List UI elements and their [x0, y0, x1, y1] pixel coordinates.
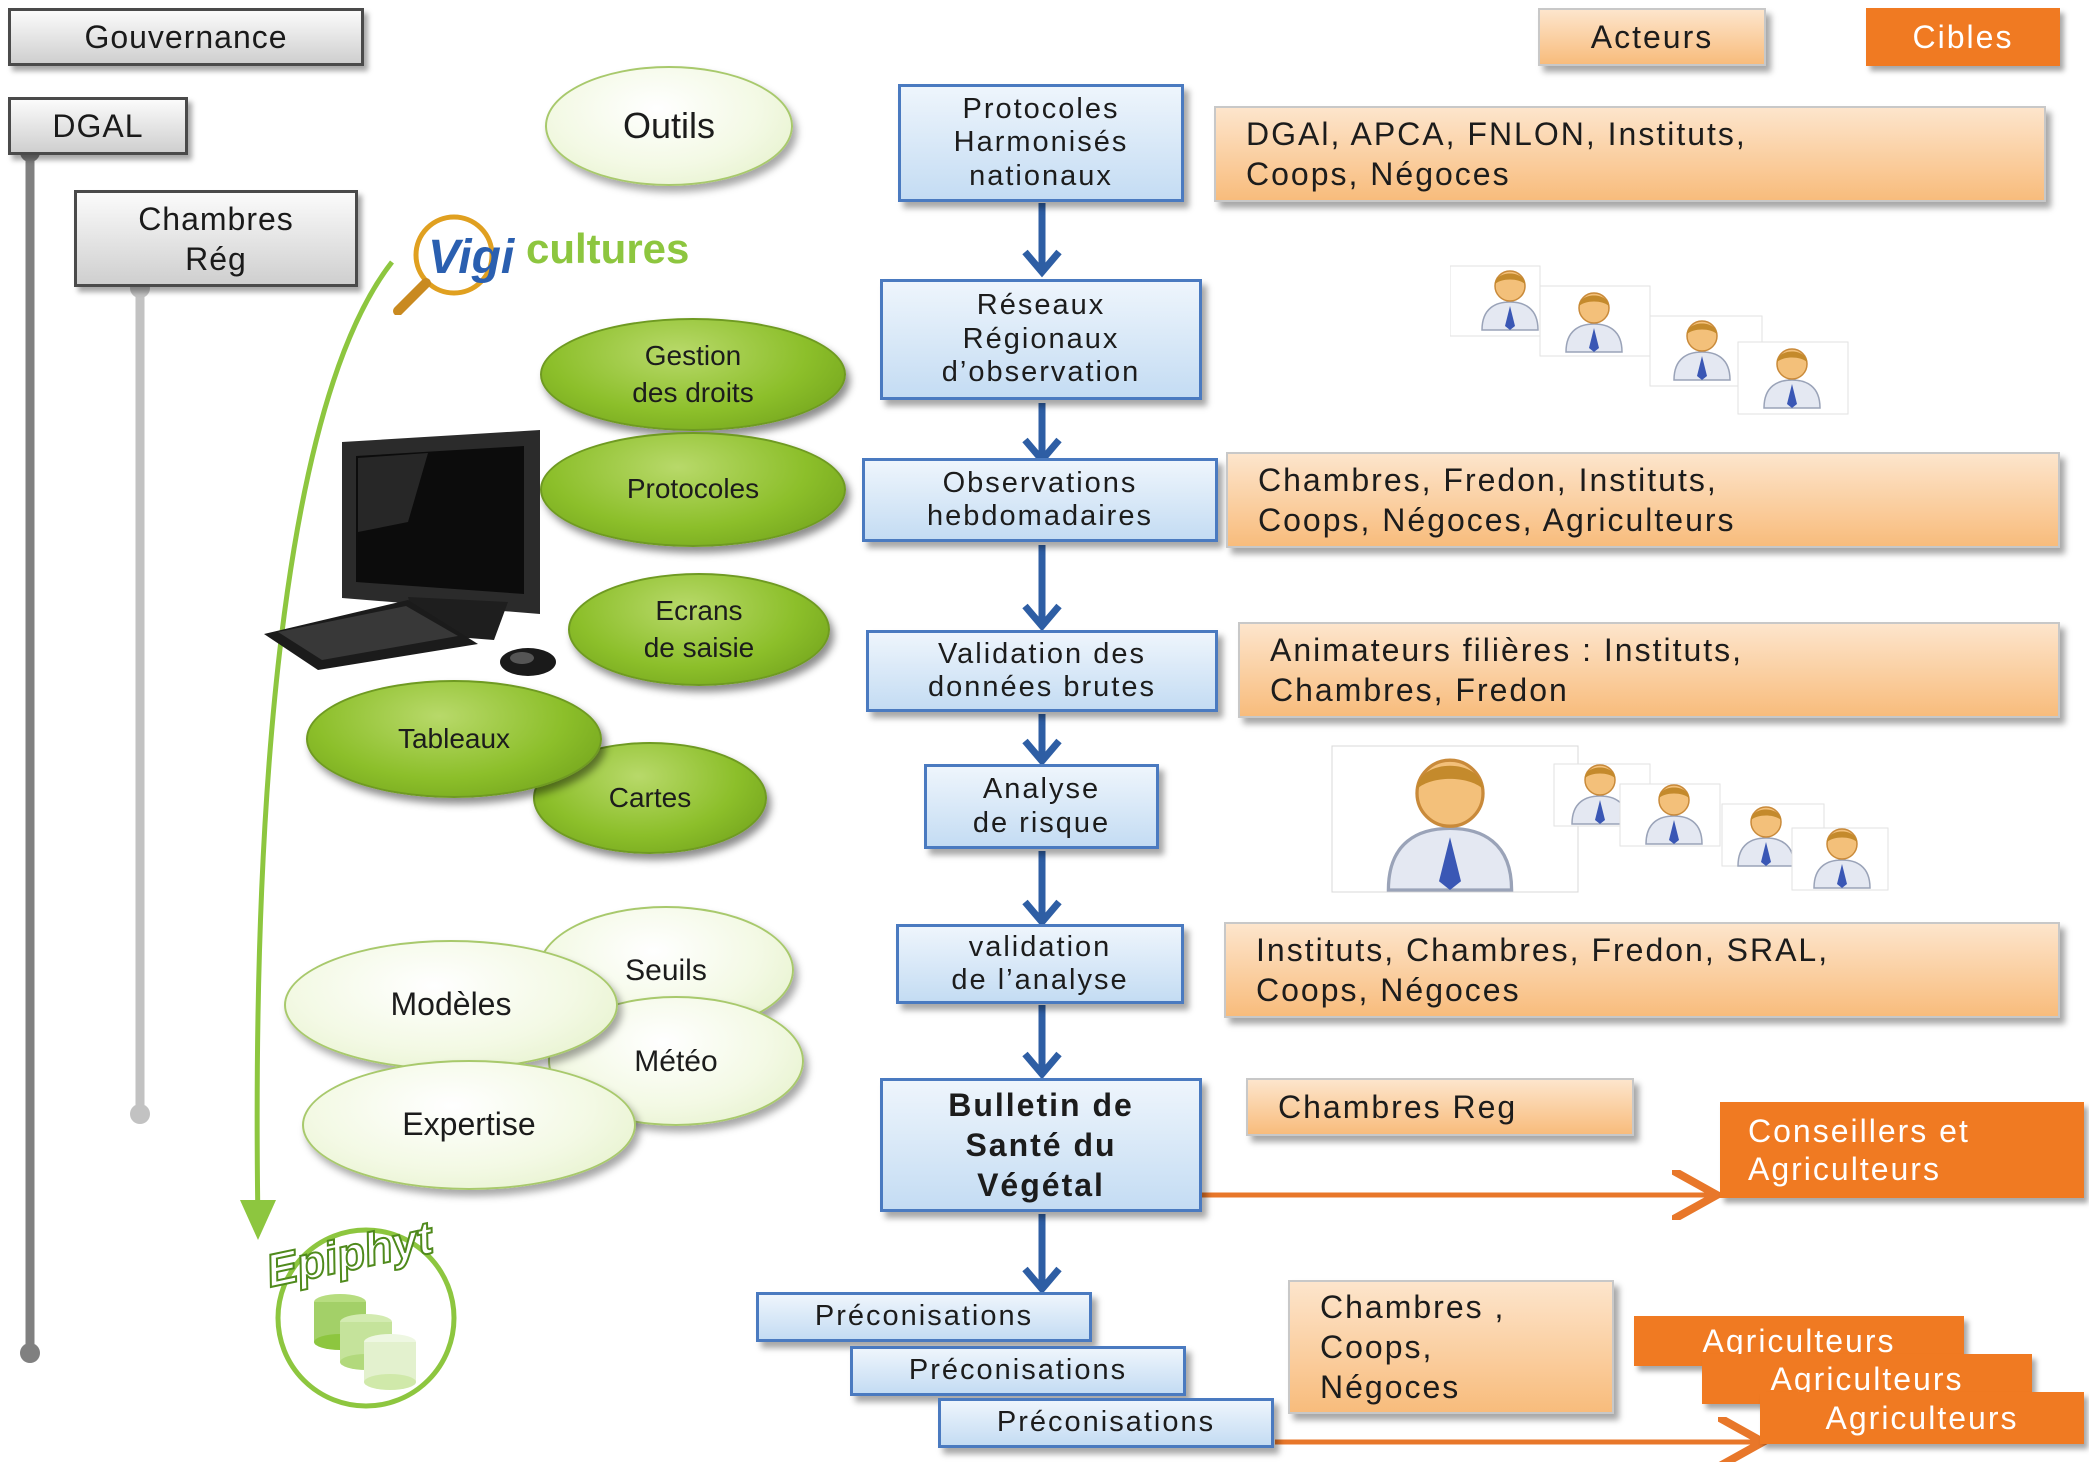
tableaux-ellipse: Tableaux [306, 680, 602, 798]
process-step-3: Observations hebdomadaires [862, 458, 1218, 542]
actors-preconisations: Chambres , Coops, Négoces [1288, 1280, 1614, 1414]
magnifier-icon: Vigi cultures [393, 214, 689, 316]
process-step-4: Validation des données brutes [866, 630, 1218, 712]
analysts-group [1331, 745, 1889, 893]
dgal-box: DGAL [8, 97, 188, 155]
process-step-2: Réseaux Régionaux d’observation [880, 279, 1202, 400]
process-step-6: validation de l’analyse [896, 924, 1184, 1004]
gestion-droits-ellipse: Gestion des droits [540, 318, 846, 431]
outils-ellipse: Outils [545, 66, 793, 186]
meteo-ellipse: Météo [548, 996, 804, 1126]
dgal-timeline-end-dot [20, 1343, 40, 1363]
vigicultures-epiphyt-arrowhead [240, 1200, 276, 1240]
ecrans-saisie-ellipse: Ecrans de saisie [568, 573, 830, 686]
bsv-box: Bulletin de Santé du Végétal [880, 1078, 1202, 1212]
protocoles-ellipse: Protocoles [540, 432, 846, 547]
epiphyt-logo: Epiphyt [240, 1210, 480, 1410]
expertise-ellipse: Expertise [302, 1060, 636, 1190]
acteurs-header: Acteurs [1538, 8, 1766, 66]
down-arrow-6-head [1022, 1051, 1062, 1080]
target-conseillers-agriculteurs: Conseillers et Agriculteurs [1720, 1102, 2084, 1198]
actors-validation: Animateurs filières : Instituts, Chambre… [1238, 622, 2060, 718]
down-arrow-3-head [1022, 603, 1062, 632]
target-agriculteurs-3: Agriculteurs [1760, 1392, 2084, 1444]
cibles-header: Cibles [1866, 8, 2060, 66]
database-icon: Epiphyt [260, 1210, 457, 1409]
process-step-5: Analyse de risque [924, 764, 1159, 849]
computer-icon [264, 430, 556, 676]
vigicultures-logo: Vigi cultures [392, 205, 692, 316]
actors-bsv: Chambres Reg [1246, 1078, 1634, 1136]
preconisations-box-1: Préconisations [756, 1292, 1092, 1342]
chambres-timeline-end-dot [130, 1104, 150, 1124]
preconisations-box-3: Préconisations [938, 1398, 1274, 1448]
actors-protocoles: DGAl, APCA, FNLON, Instituts, Coops, Nég… [1214, 106, 2046, 202]
actors-validation-analyse: Instituts, Chambres, Fredon, SRAL, Coops… [1224, 922, 2060, 1018]
vigicultures-epiphyt-arrow [254, 260, 394, 1226]
observers-group [1450, 265, 1849, 415]
down-arrow-7-head [1022, 1266, 1062, 1295]
process-step-1: Protocoles Harmonisés nationaux [898, 84, 1184, 202]
modeles-ellipse: Modèles [284, 940, 618, 1070]
svg-text:cultures: cultures [526, 225, 689, 272]
process-arrows [1022, 203, 1062, 1295]
preconisations-box-2: Préconisations [850, 1346, 1186, 1396]
actors-observations: Chambres, Fredon, Instituts, Coops, Négo… [1226, 452, 2060, 548]
down-arrow-4-head [1022, 738, 1062, 767]
computer-illustration [258, 422, 558, 682]
governance-title: Gouvernance [8, 8, 364, 66]
svg-text:Vigi: Vigi [428, 231, 516, 284]
down-arrow-5-head [1022, 899, 1062, 928]
down-arrow-1-head [1022, 249, 1062, 278]
chambres-reg-box: Chambres Rég [74, 190, 358, 287]
